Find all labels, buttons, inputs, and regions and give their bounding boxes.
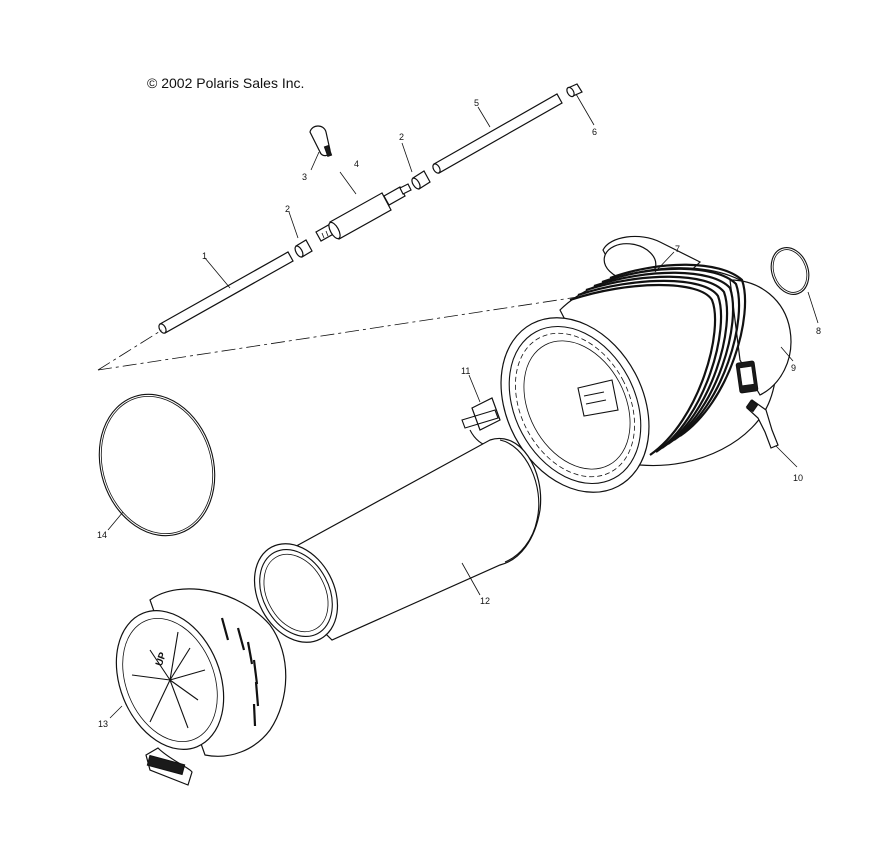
- copyright-notice: © 2002 Polaris Sales Inc.: [147, 75, 305, 91]
- part-11-clamp: [461, 397, 506, 448]
- part-4-valve: [315, 183, 412, 242]
- part-10-drain-fitting: [745, 399, 779, 449]
- callout-1: 1: [202, 251, 207, 261]
- callout-6: 6: [592, 127, 597, 137]
- callout-2-lower: 2: [285, 204, 290, 214]
- callout-13: 13: [98, 719, 108, 729]
- callout-4: 4: [354, 159, 359, 169]
- callout-9: 9: [791, 363, 796, 373]
- callout-14: 14: [97, 530, 107, 540]
- callout-12: 12: [480, 596, 490, 606]
- callout-11: 11: [461, 366, 470, 376]
- part-8-o-ring: [770, 247, 810, 295]
- callout-5: 5: [474, 98, 479, 108]
- part-2-coupler-upper: [411, 170, 431, 190]
- cover-up-marking: UP: [154, 651, 169, 668]
- callout-labels: 1 2 2 3 4 5 6 7 8 9 10 11 12 13 14: [97, 98, 821, 729]
- callout-3: 3: [302, 172, 307, 182]
- callout-8: 8: [816, 326, 821, 336]
- part-3-clip: [309, 125, 333, 158]
- part-2-coupler-lower: [294, 239, 313, 258]
- part-5-tube: [432, 93, 563, 174]
- part-7-airbox-housing: [500, 235, 792, 493]
- part-12-filter-element: [253, 437, 542, 643]
- part-1-tube: [158, 251, 294, 334]
- assembly-centerlines: [97, 292, 605, 371]
- callout-2-upper: 2: [399, 132, 404, 142]
- callout-7: 7: [675, 244, 680, 254]
- part-14-large-o-ring: [98, 393, 216, 537]
- callout-10: 10: [793, 473, 803, 483]
- part-13-cover: UP: [115, 588, 287, 786]
- part-6-cap: [566, 83, 583, 98]
- leader-lines: [107, 93, 819, 719]
